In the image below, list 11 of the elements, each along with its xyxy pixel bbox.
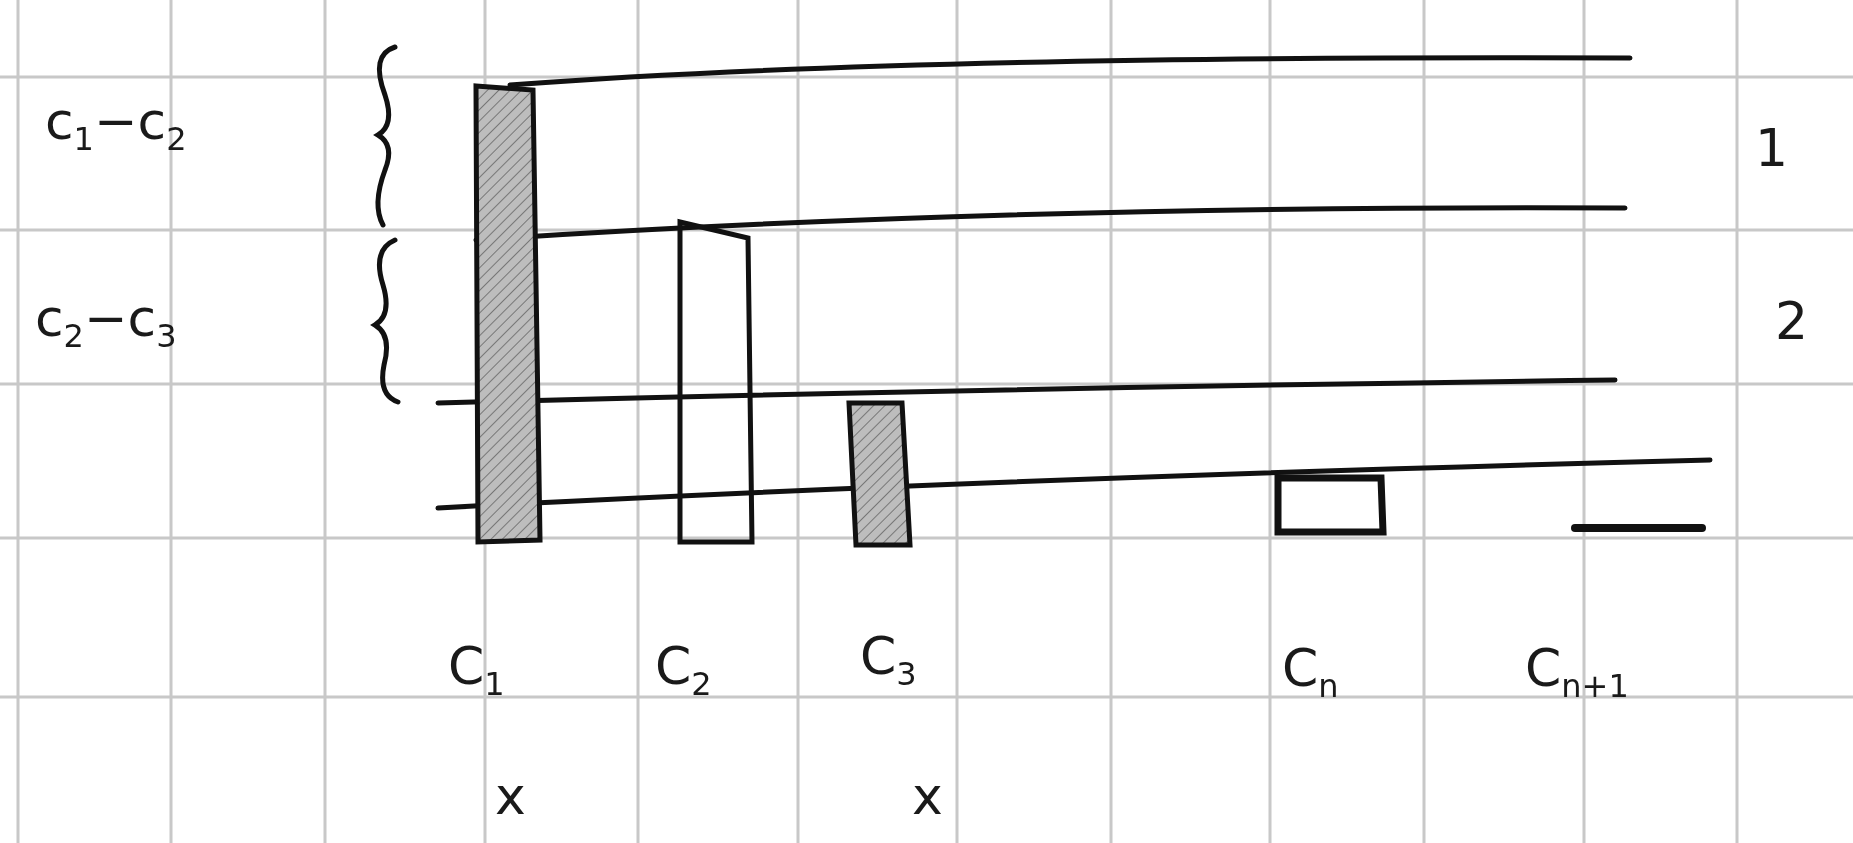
column-label: C$_{3}$ xyxy=(860,630,917,691)
cross-mark: x xyxy=(495,770,526,822)
range-label: c$_{1}$−c$_{2}$ xyxy=(45,95,187,156)
column-label: C$_{n+1}$ xyxy=(1525,642,1629,703)
row-number: 2 xyxy=(1775,295,1809,347)
row-number: 1 xyxy=(1755,122,1789,174)
cross-mark: x xyxy=(912,770,943,822)
column-label: C$_{1}$ xyxy=(448,640,505,701)
column-label: C$_{n}$ xyxy=(1282,642,1339,703)
range-label: c$_{2}$−c$_{3}$ xyxy=(35,292,177,353)
column-label: C$_{2}$ xyxy=(655,640,712,701)
